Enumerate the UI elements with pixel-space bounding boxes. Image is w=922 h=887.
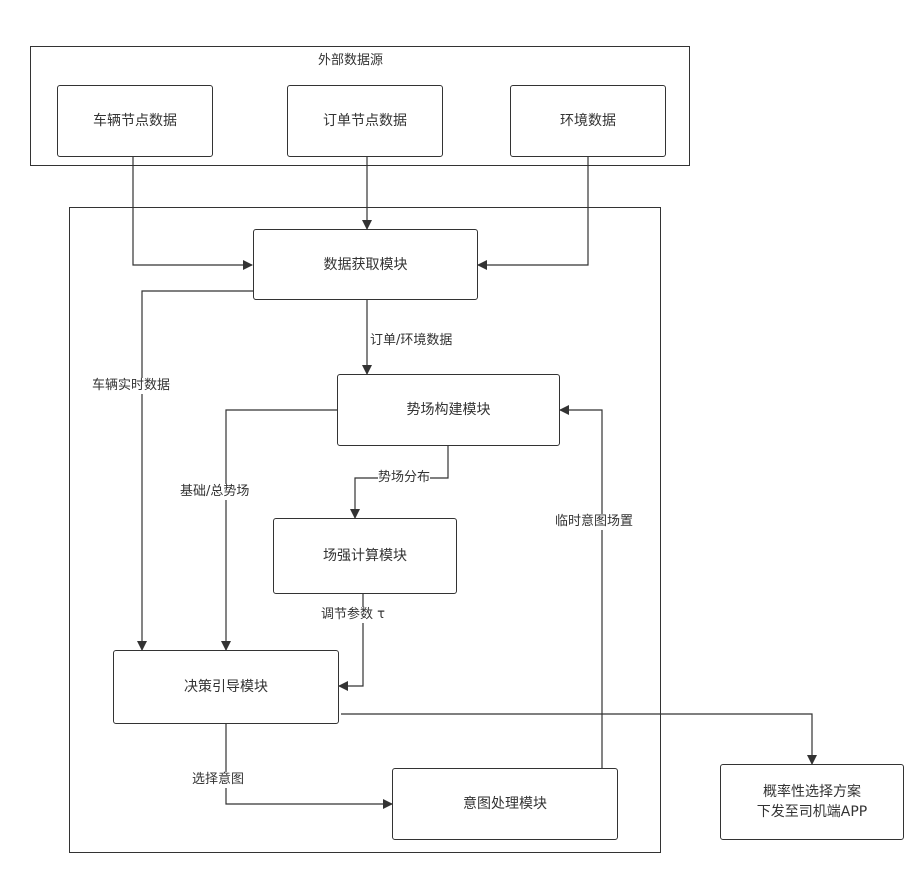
field-strength-calc-module: 场强计算模块 xyxy=(273,518,457,594)
output-line2-label: 下发至司机端APP xyxy=(757,802,867,822)
order-node-data-box: 订单节点数据 xyxy=(287,85,443,157)
output-line1-label: 概率性选择方案 xyxy=(763,782,861,802)
vehicle-node-data-label: 车辆节点数据 xyxy=(93,111,177,131)
edge-label-temporary-intent-field: 临时意图场置 xyxy=(555,514,633,530)
intent-processing-module: 意图处理模块 xyxy=(392,768,618,840)
environment-data-label: 环境数据 xyxy=(560,111,616,131)
edge-decision-to-output xyxy=(341,714,812,764)
edge-env-to-acquisition xyxy=(478,157,588,265)
edge-label-base-potential-field: 基础/总势场 xyxy=(180,484,249,500)
decision-guidance-label: 决策引导模块 xyxy=(184,677,268,697)
potential-field-build-label: 势场构建模块 xyxy=(407,400,491,420)
vehicle-node-data-box: 车辆节点数据 xyxy=(57,85,213,157)
decision-guidance-module: 决策引导模块 xyxy=(113,650,339,724)
field-strength-calc-label: 场强计算模块 xyxy=(323,546,407,566)
data-acquisition-module: 数据获取模块 xyxy=(253,229,478,300)
data-acquisition-label: 数据获取模块 xyxy=(324,255,408,275)
edge-vehicle-to-acquisition xyxy=(133,157,252,265)
edge-label-vehicle-realtime-data: 车辆实时数据 xyxy=(92,378,170,394)
intent-processing-label: 意图处理模块 xyxy=(463,794,547,814)
edge-decision-to-intent xyxy=(226,724,392,804)
environment-data-box: 环境数据 xyxy=(510,85,666,157)
edge-label-adjust-param: 调节参数 τ xyxy=(321,607,385,623)
edge-label-select-intent: 选择意图 xyxy=(192,772,244,788)
order-node-data-label: 订单节点数据 xyxy=(323,111,407,131)
output-to-driver-app-box: 概率性选择方案 下发至司机端APP xyxy=(720,764,904,840)
edge-label-order-env-data: 订单/环境数据 xyxy=(370,333,452,349)
potential-field-build-module: 势场构建模块 xyxy=(337,374,560,446)
edge-acquisition-to-decision xyxy=(142,291,253,650)
edge-label-potential-distribution: 势场分布 xyxy=(378,470,430,486)
